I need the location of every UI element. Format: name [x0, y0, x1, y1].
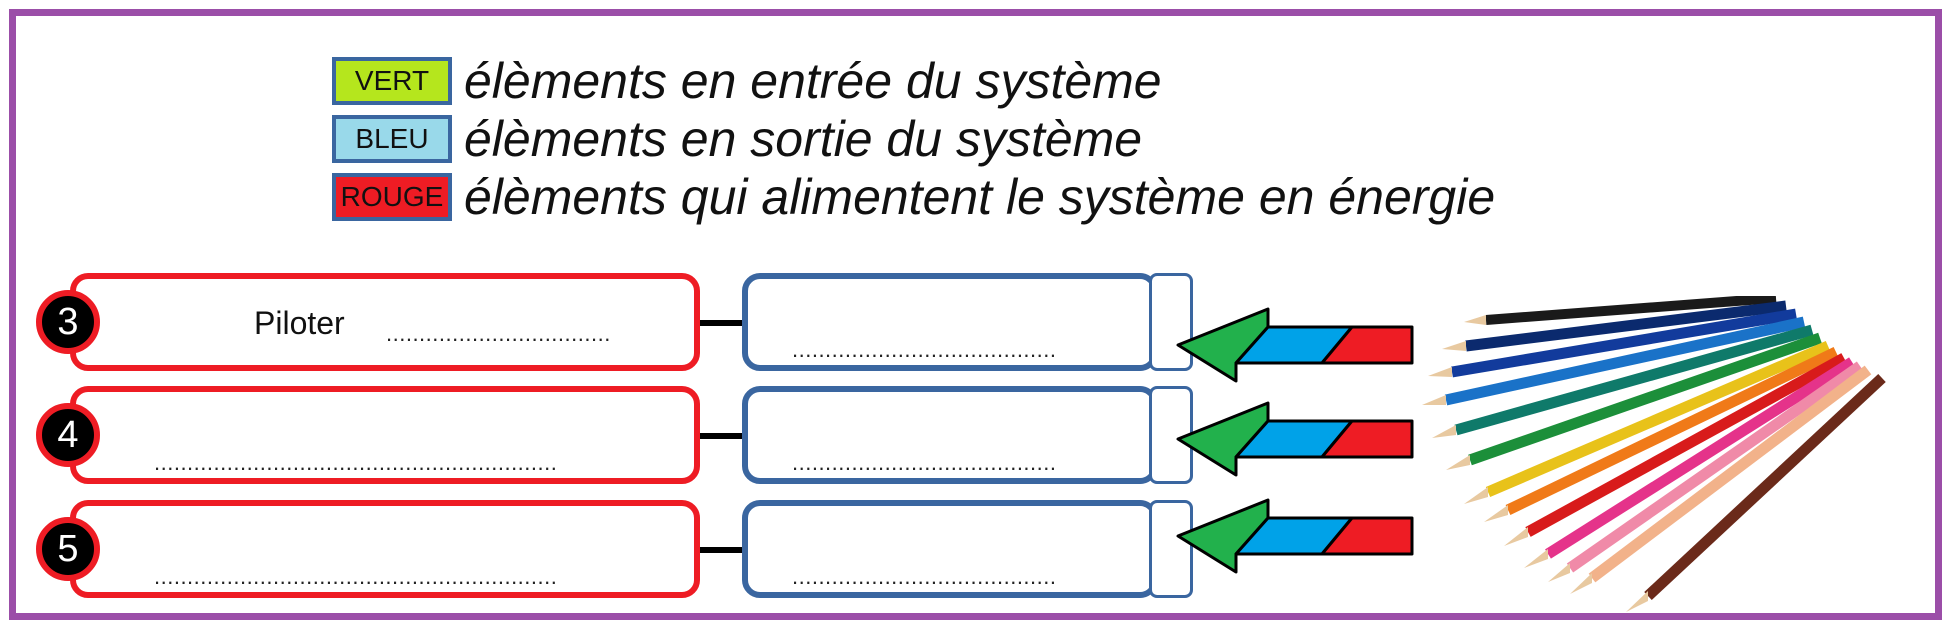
function-box-5[interactable]: ........................................…: [70, 500, 700, 598]
legend-swatch-vert: VERT: [332, 57, 452, 105]
function-row-5: ........................................…: [16, 500, 1935, 600]
legend-swatch-rouge: ROUGE: [332, 173, 452, 221]
function-label-3: Piloter: [254, 305, 345, 341]
input-arrow-4: [1176, 401, 1414, 477]
legend-entry-vert: VERT élèments en entrée du système: [332, 53, 1162, 109]
function-dots-4: ........................................…: [154, 450, 558, 475]
output-dots-4: ........................................: [792, 450, 1057, 475]
legend-text-rouge: élèments qui alimentent le système en én…: [464, 169, 1496, 225]
row-number-4: 4: [36, 403, 100, 467]
legend-text-vert: élèments en entrée du système: [464, 53, 1162, 109]
legend-text-bleu: élèments en sortie du système: [464, 111, 1143, 167]
colored-pencils-icon: [1422, 296, 1886, 612]
legend-entry-bleu: BLEU élèments en sortie du système: [332, 111, 1142, 167]
side-tab-3: [1149, 273, 1193, 371]
function-row-4: ........................................…: [16, 386, 1935, 486]
output-box-5[interactable]: ........................................: [742, 500, 1158, 598]
diagram-frame: VERT élèments en entrée du système BLEU …: [9, 9, 1942, 620]
output-dots-5: ........................................: [792, 564, 1057, 589]
function-dots-3: ..................................: [386, 321, 611, 346]
legend-entry-rouge: ROUGE élèments qui alimentent le système…: [332, 169, 1495, 225]
legend-swatch-bleu: BLEU: [332, 115, 452, 163]
row-number-5: 5: [36, 517, 100, 581]
output-box-4[interactable]: ........................................: [742, 386, 1158, 484]
side-tab-5: [1149, 500, 1193, 598]
row-number-3: 3: [36, 290, 100, 354]
output-box-3[interactable]: ........................................: [742, 273, 1158, 371]
function-box-4[interactable]: ........................................…: [70, 386, 700, 484]
connector-line-5: [700, 547, 742, 553]
input-arrow-5: [1176, 498, 1414, 574]
function-row-3: Piloter ................................…: [16, 273, 1935, 373]
connector-line-3: [700, 320, 742, 326]
function-dots-5: ........................................…: [154, 564, 558, 589]
function-box-3[interactable]: Piloter ................................…: [70, 273, 700, 371]
output-dots-3: ........................................: [792, 337, 1057, 362]
connector-line-4: [700, 433, 742, 439]
input-arrow-3: [1176, 307, 1414, 383]
